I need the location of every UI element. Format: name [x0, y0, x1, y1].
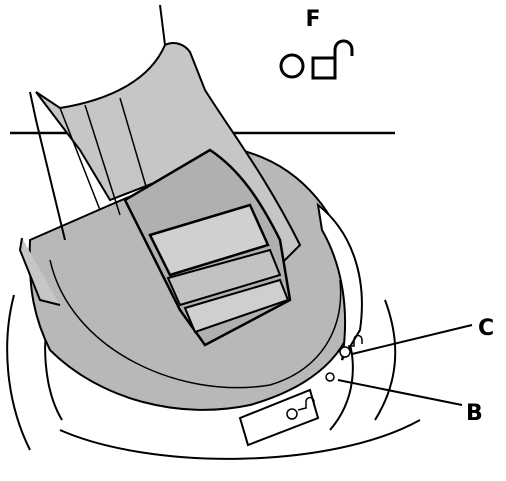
callout-line-c	[351, 324, 473, 355]
harness-adjuster	[123, 148, 292, 347]
callout-line-b	[337, 379, 463, 406]
label-f: F	[305, 7, 320, 32]
lock-indicator-circle-c	[339, 346, 351, 358]
label-c: C	[478, 316, 494, 341]
circle-icon	[279, 53, 305, 79]
lock-indicator-padlock-c	[348, 334, 363, 347]
point-b-marker	[325, 372, 335, 382]
side-lock-panel	[316, 202, 363, 361]
status-symbols	[279, 39, 354, 80]
label-b: B	[466, 401, 483, 426]
lock-indicator-padlock-front	[297, 396, 315, 411]
lock-indicator-circle-front	[286, 408, 298, 420]
callout-lines	[337, 324, 473, 406]
open-padlock-icon	[311, 39, 354, 80]
front-window-panel	[238, 388, 320, 447]
